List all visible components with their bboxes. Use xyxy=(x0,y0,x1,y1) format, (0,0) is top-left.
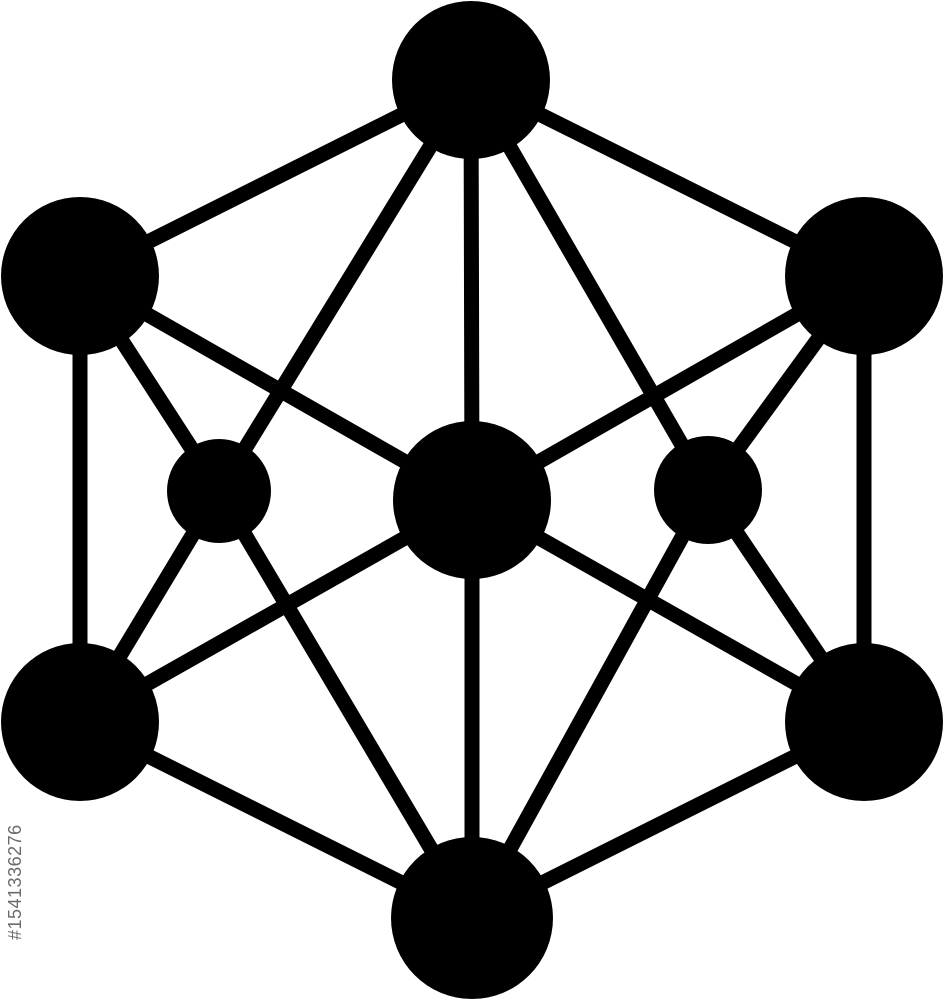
node-inner-left xyxy=(167,439,271,543)
edge-bottom-to-inner-right xyxy=(464,482,716,926)
node-upper-right xyxy=(785,197,943,355)
node-bottom xyxy=(391,837,553,999)
node-inner-right xyxy=(654,436,762,544)
edge-top-to-inner-left xyxy=(211,72,479,499)
node-upper-left xyxy=(1,197,159,355)
node-lower-right xyxy=(785,643,943,801)
node-top xyxy=(392,1,550,159)
watermark-stock-id: #1541336276 xyxy=(5,824,25,940)
edge-bottom-to-inner-left xyxy=(211,483,480,926)
node-lower-left xyxy=(1,643,159,801)
node-center xyxy=(393,421,551,579)
